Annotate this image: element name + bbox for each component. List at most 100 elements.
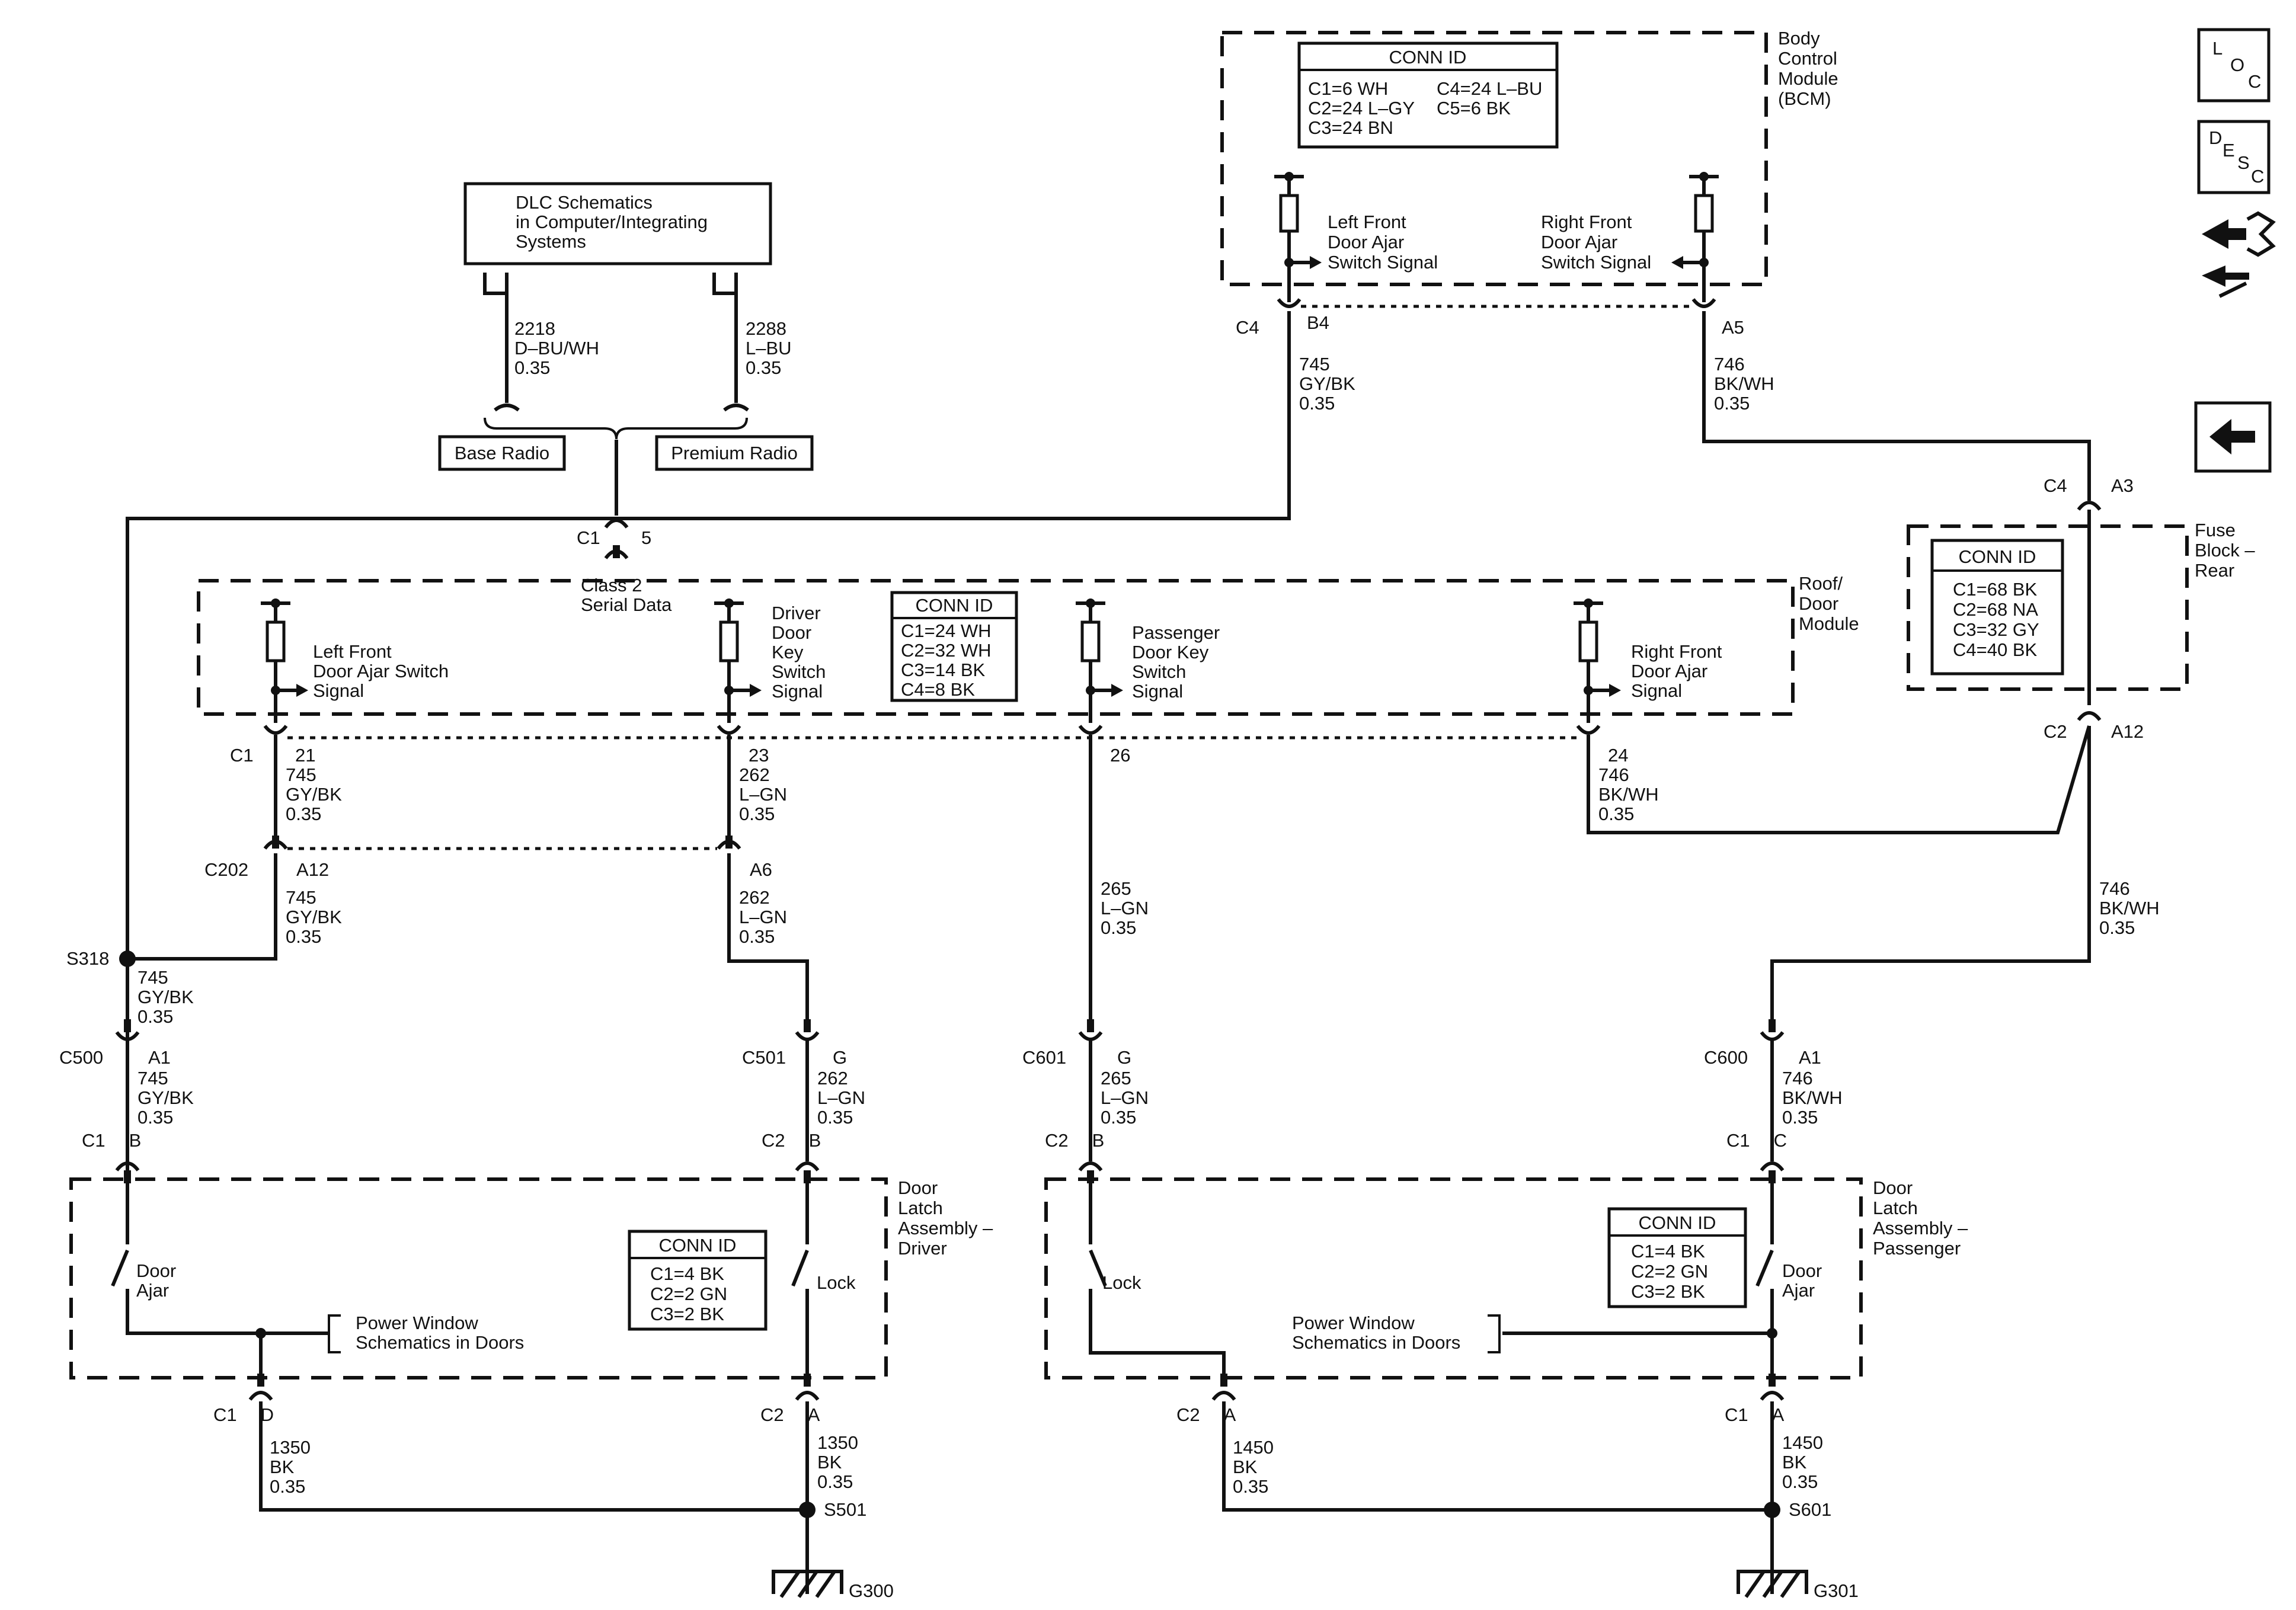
- svg-text:E: E: [2223, 140, 2235, 161]
- svg-text:C: C: [2248, 71, 2261, 92]
- rdm-driver-key-resistor: [714, 598, 762, 723]
- dl-c2-b-connector: [795, 1161, 820, 1172]
- premium-radio-box[interactable]: Premium Radio: [655, 435, 814, 471]
- pass-lock-circuit: [1089, 1183, 1226, 1374]
- dl-c2-b-pin: [804, 1170, 811, 1183]
- c202-a6-label: A6: [750, 859, 772, 880]
- c501-g-label: G: [833, 1047, 847, 1068]
- c501-connector: [795, 1031, 820, 1041]
- fuse-block-box: [1907, 524, 2189, 691]
- loc-icon[interactable]: L O C: [2197, 28, 2271, 103]
- fuse-a12-label: A12: [2111, 721, 2144, 742]
- pl-c1-c-connector: [1760, 1161, 1785, 1172]
- driver-pw-bracket: [328, 1314, 341, 1353]
- dl-c2-a-connector: [795, 1391, 820, 1401]
- back-arrow-icon[interactable]: [2194, 401, 2272, 473]
- wire-262-c202: [727, 853, 809, 1019]
- wire-746-rdm: [1587, 725, 2091, 834]
- connector-end-view-icon[interactable]: [2202, 211, 2276, 298]
- svg-text:L: L: [2212, 38, 2223, 59]
- fuse-c2-connector: [2077, 711, 2102, 721]
- pass-lock-label: Lock: [1102, 1272, 1141, 1293]
- pass-ajar-circuit: [1755, 1183, 1774, 1374]
- svg-text:CONN ID: CONN ID: [1639, 1212, 1716, 1233]
- svg-text:C: C: [2251, 166, 2264, 187]
- wire-746-fuse: [1770, 726, 2091, 1019]
- ground-g301-icon: [1737, 1570, 1808, 1598]
- g301-label: G301: [1814, 1580, 1859, 1601]
- bcm-lf-resistor: [1274, 172, 1322, 302]
- dlc-pin-left: [483, 273, 509, 295]
- dl-c1-b-pin: [124, 1170, 131, 1183]
- s501-label: S501: [824, 1499, 866, 1520]
- pl-c1-c-pin: [1769, 1170, 1776, 1183]
- s601-label: S601: [1789, 1499, 1831, 1520]
- dl-c1-b-connector: [115, 1161, 140, 1172]
- rdm-c1-21: [263, 725, 288, 735]
- svg-text:CONN ID: CONN ID: [1389, 47, 1467, 68]
- fuse-c4-label: C4: [2044, 475, 2067, 496]
- rdm-pin-21: 21: [295, 745, 315, 766]
- driver-lock-circuit: [791, 1183, 809, 1374]
- c600-label: C600: [1704, 1047, 1748, 1068]
- c500-pin: [124, 1019, 131, 1032]
- wire-1450-left: [1222, 1401, 1772, 1512]
- pl-c2-b-connector: [1078, 1161, 1103, 1172]
- pl-c1-a-pin: [1769, 1374, 1776, 1387]
- c202-label: C202: [204, 859, 248, 880]
- bcm-module-box: [1220, 31, 1768, 286]
- rdm-rf-resistor: [1574, 598, 1621, 723]
- rdm-pin-26: 26: [1110, 745, 1130, 766]
- svg-text:S: S: [2237, 152, 2250, 173]
- fuse-a3-label: A3: [2111, 475, 2134, 496]
- pl-c2-a-connector: [1211, 1391, 1236, 1401]
- pl-c2-a-pin: [1220, 1374, 1227, 1387]
- rdm-lf-resistor: [261, 598, 308, 723]
- c202-a6-connector: [717, 840, 741, 850]
- bcm-c4-a5-connector: [1691, 298, 1716, 308]
- s601-splice: [1764, 1502, 1780, 1518]
- svg-text:CONN ID: CONN ID: [1959, 546, 2036, 567]
- svg-text:CONN ID: CONN ID: [659, 1235, 737, 1256]
- radio-connector-right: [723, 404, 749, 412]
- desc-icon[interactable]: D E S C: [2197, 120, 2271, 194]
- svg-text:CONN ID: CONN ID: [916, 595, 993, 616]
- door-latch-driver-box: [69, 1177, 888, 1379]
- c601-pin: [1087, 1019, 1094, 1032]
- driver-lock-label: Lock: [817, 1272, 856, 1293]
- base-radio-box[interactable]: Base Radio: [438, 435, 566, 471]
